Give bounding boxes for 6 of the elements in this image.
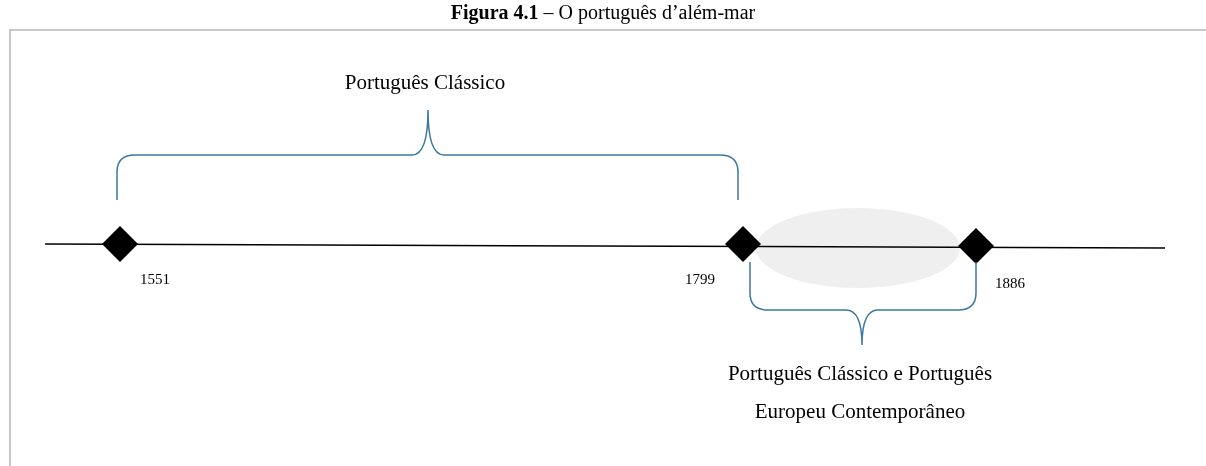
figure-title: Figura 4.1 – O português d’além-mar — [449, 0, 757, 24]
year-label: 1886 — [994, 274, 1026, 293]
period-label: Português Clássico — [343, 69, 507, 96]
year-label: 1799 — [684, 270, 716, 289]
period-label: Português Clássico e Português Europeu Contemporâneo — [726, 360, 994, 425]
year-label: 1551 — [139, 270, 171, 289]
